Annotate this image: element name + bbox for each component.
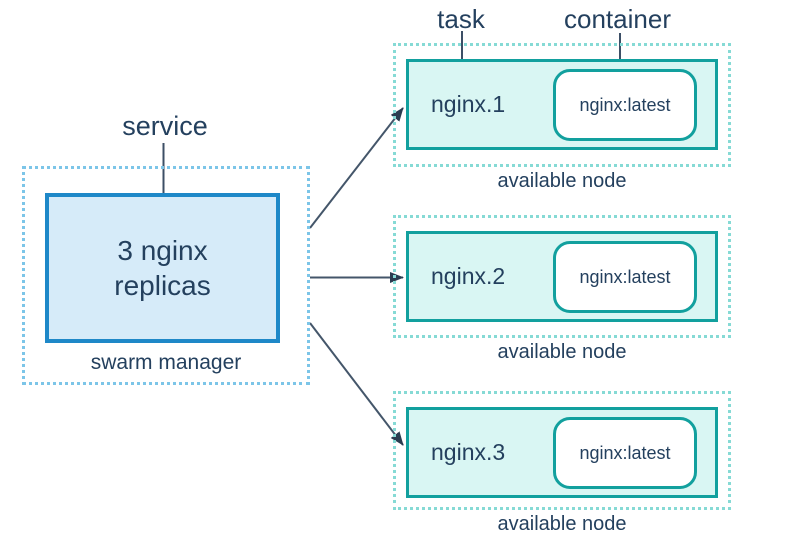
- service-box: 3 nginx replicas: [45, 193, 280, 343]
- node-caption-1: available node: [497, 170, 627, 192]
- task-name-2: nginx.2: [431, 263, 506, 289]
- container-label: container: [564, 4, 671, 34]
- arrow-to-node-3: [309, 322, 404, 446]
- service-text-line2: replicas: [114, 270, 211, 301]
- task-name-3: nginx.3: [431, 439, 506, 465]
- swarm-manager-caption: swarm manager: [90, 351, 242, 374]
- container-box-2: nginx:latest: [553, 241, 697, 313]
- task-box-2: nginx.2 nginx:latest: [406, 231, 718, 322]
- task-box-3: nginx.3 nginx:latest: [406, 407, 718, 498]
- container-box-1: nginx:latest: [553, 69, 697, 141]
- service-text-line1: 3 nginx: [117, 235, 208, 266]
- available-node-2: nginx.2 nginx:latest available node: [393, 215, 731, 363]
- service-label: service: [122, 111, 208, 141]
- container-box-3: nginx:latest: [553, 417, 697, 489]
- task-box-1: nginx.1 nginx:latest: [406, 59, 718, 150]
- node-caption-3: available node: [497, 513, 627, 535]
- swarm-manager-boundary: [22, 166, 310, 385]
- task-name-1: nginx.1: [431, 91, 506, 117]
- available-node-3: nginx.3 nginx:latest available node: [393, 391, 731, 535]
- task-label: task: [437, 4, 485, 34]
- node-caption-2: available node: [497, 341, 627, 363]
- arrow-to-node-1: [309, 107, 404, 229]
- available-node-1: nginx.1 nginx:latest available node: [393, 43, 731, 192]
